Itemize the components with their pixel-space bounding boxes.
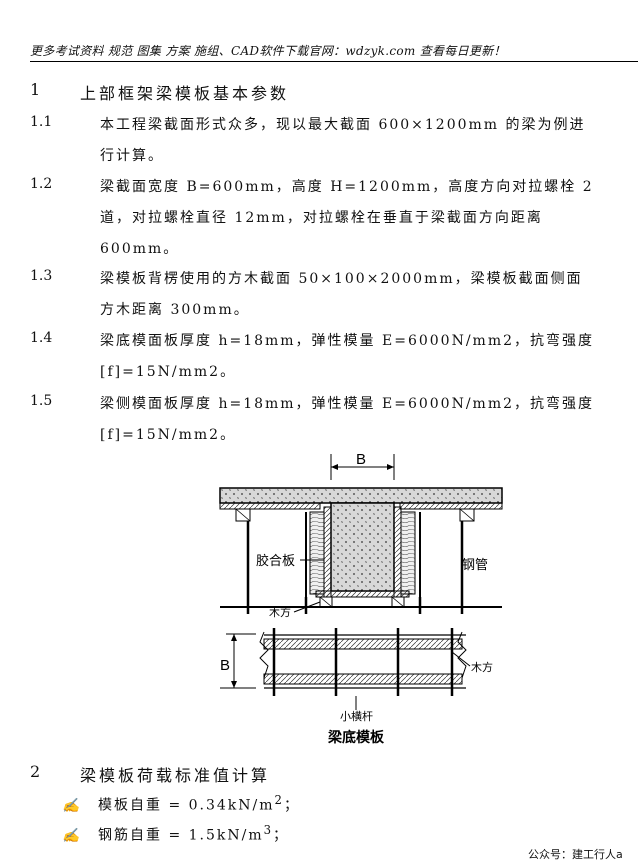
param-line: [f]=15N/mm2。 bbox=[100, 364, 237, 380]
load-tail: ； bbox=[273, 827, 290, 844]
load-superscript: 3 bbox=[263, 823, 274, 837]
section-title: 上部框架梁模板基本参数 bbox=[80, 84, 290, 103]
param-number: 1.1 bbox=[30, 114, 53, 130]
floor-slab bbox=[219, 487, 503, 504]
side-plywood-left bbox=[323, 506, 332, 598]
param-line: 道，对拉螺栓直径 12mm，对拉螺栓在垂直于梁截面方向距离 bbox=[100, 210, 543, 226]
param-number: 1.5 bbox=[30, 393, 53, 409]
section-title: 梁模板荷载标准值计算 bbox=[80, 766, 271, 785]
param-line: 梁底模面板厚度 h=18mm，弹性模量 E=6000N/mm2，抗弯强度 bbox=[100, 333, 595, 349]
load-superscript: 2 bbox=[274, 793, 284, 807]
section-number: 1 bbox=[30, 80, 44, 99]
side-plywood-right bbox=[393, 506, 402, 598]
param-line: 本工程梁截面形式众多，现以最大截面 600×1200mm 的梁为例进 bbox=[100, 117, 586, 133]
param-line: 梁截面宽度 B=600mm，高度 H=1200mm，高度方向对拉螺栓 2 bbox=[100, 179, 594, 195]
label-plywood: 胶合板 bbox=[256, 553, 295, 569]
load-tail: ； bbox=[283, 797, 300, 814]
beam-concrete bbox=[330, 502, 395, 592]
load-text: 模板自重 = 0.34kN/m bbox=[98, 797, 275, 814]
side-timber-right bbox=[400, 511, 416, 595]
param-line: 方木距离 300mm。 bbox=[100, 302, 250, 318]
param-line: 600mm。 bbox=[100, 241, 180, 257]
slab-form-left bbox=[219, 502, 321, 510]
footer-watermark: 公众号：建工行人a bbox=[528, 848, 623, 861]
header-divider bbox=[30, 61, 638, 62]
param-line: [f]=15N/mm2。 bbox=[100, 427, 237, 443]
diagram-caption: 梁底模板 bbox=[327, 729, 385, 746]
param-number: 1.2 bbox=[30, 176, 53, 192]
top-dimension bbox=[330, 454, 395, 480]
param-line: 梁侧模面板厚度 h=18mm，弹性模量 E=6000N/mm2，抗弯强度 bbox=[100, 396, 595, 412]
dim-label-b-left: B bbox=[220, 657, 230, 674]
load-item: ✍ 模板自重 = 0.34kN/m2； bbox=[62, 793, 300, 815]
label-timber: 木方 bbox=[269, 605, 291, 619]
slab-form-right bbox=[399, 502, 503, 510]
page-header-banner: 更多考试资料 规范 图集 方案 施组、CAD软件下载官网：wdzyk.com 查… bbox=[30, 44, 506, 58]
bullet-pen-icon: ✍ bbox=[62, 797, 80, 814]
load-text: 钢筋自重 = 1.5kN/m bbox=[98, 827, 264, 844]
label-timber-right: 木方 bbox=[471, 660, 493, 674]
plan-view bbox=[220, 628, 471, 710]
load-item: ✍ 钢筋自重 = 1.5kN/m3； bbox=[62, 823, 289, 845]
bullet-pen-icon: ✍ bbox=[62, 827, 80, 844]
param-number: 1.4 bbox=[30, 330, 53, 346]
section-number: 2 bbox=[30, 762, 44, 781]
param-number: 1.3 bbox=[30, 268, 53, 284]
param-line: 行计算。 bbox=[100, 148, 164, 164]
bottom-plywood bbox=[315, 590, 410, 598]
dim-label-b-top: B bbox=[356, 452, 366, 468]
side-timber-left bbox=[309, 511, 325, 595]
beam-formwork-diagram: B 胶合板 bbox=[216, 451, 506, 756]
label-small-bar: 小横杆 bbox=[340, 709, 373, 723]
param-line: 梁模板背楞使用的方木截面 50×100×2000mm，梁模板截面侧面 bbox=[100, 271, 583, 287]
label-steel-pipe: 钢管 bbox=[462, 558, 488, 573]
